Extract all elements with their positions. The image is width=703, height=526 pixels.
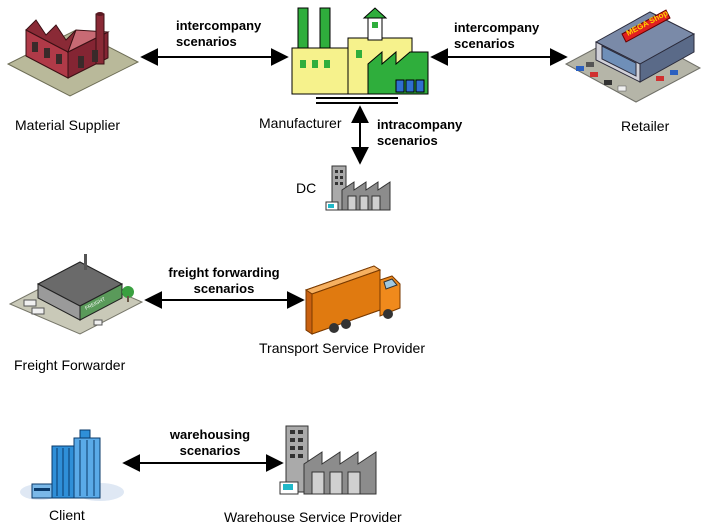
edge-label-line2: scenarios [454, 36, 515, 51]
edge-label-manufacturer-dc: intracompany scenarios [377, 117, 462, 149]
factory-icon [6, 12, 140, 97]
warehouse-icon [279, 425, 377, 495]
truck-icon [304, 265, 401, 335]
edge-label-line1: intracompany [377, 117, 463, 132]
node-label-client: Client [49, 507, 85, 523]
distribution-center-icon [325, 165, 391, 211]
manufacturer-factory-icon [291, 7, 429, 104]
edge-label-forwarder-transport: freight forwarding scenarios [158, 265, 290, 297]
edge-label-line2: scenarios [179, 443, 241, 458]
edge-label-manufacturer-retailer: intercompany scenarios [454, 20, 539, 52]
edge-label-line1: intercompany [454, 20, 540, 35]
edge-label-supplier-manufacturer: intercompany scenarios [176, 18, 261, 50]
node-label-warehouse-service-provider: Warehouse Service Provider [224, 509, 402, 525]
edge-label-line2: scenarios [176, 34, 237, 49]
retail-store-icon: MEGA Shop [564, 8, 702, 103]
node-label-retailer: Retailer [621, 118, 670, 134]
edge-label-line1: warehousing [169, 427, 251, 442]
edge-label-client-warehouse: warehousing scenarios [160, 427, 260, 459]
client-office-building-icon [20, 429, 124, 501]
node-label-material-supplier: Material Supplier [15, 117, 121, 133]
node-label-freight-forwarder: Freight Forwarder [14, 357, 126, 373]
edge-label-line1: freight forwarding [168, 265, 280, 280]
node-label-dc: DC [296, 180, 317, 196]
freight-forwarder-building-icon: FREIGHT [8, 254, 144, 335]
node-label-transport-service-provider: Transport Service Provider [259, 340, 425, 356]
edge-label-line2: scenarios [193, 281, 255, 296]
edge-label-line2: scenarios [377, 133, 438, 148]
node-label-manufacturer: Manufacturer [259, 115, 342, 131]
edge-label-line1: intercompany [176, 18, 262, 33]
